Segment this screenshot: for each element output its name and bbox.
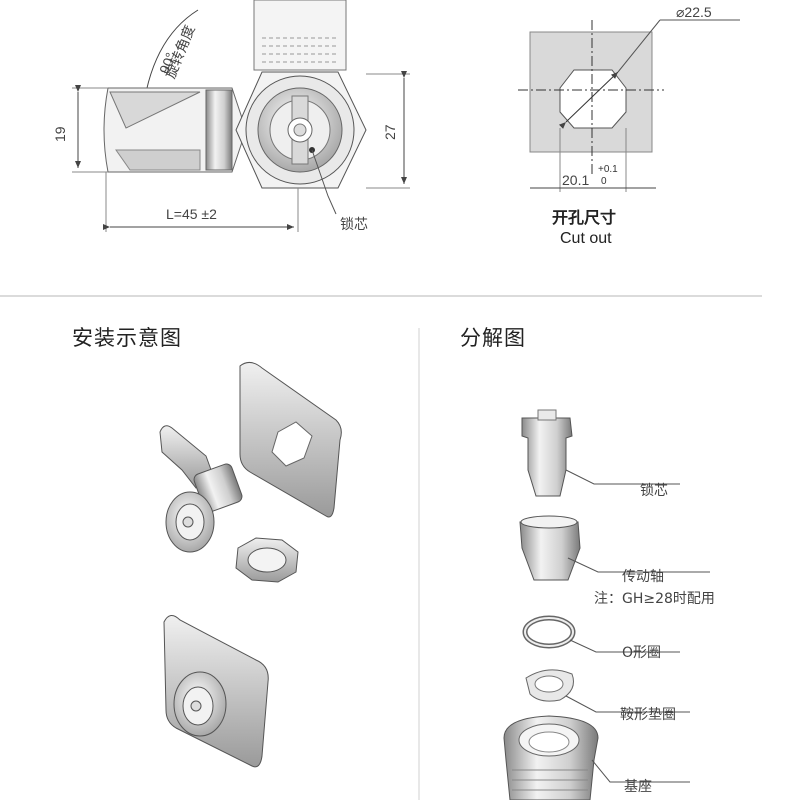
- part-label-o-ring: O形圈: [622, 645, 662, 661]
- install-title: 安装示意图: [72, 326, 182, 350]
- height-dimension: 19: [52, 126, 68, 142]
- cutout-width: 20.1: [562, 172, 590, 188]
- nut-dimension: 27: [382, 124, 398, 140]
- part-label-saddle-washer: 鞍形垫圈: [620, 707, 676, 723]
- exploded-view: [503, 409, 710, 801]
- cutout-tol-plus: +0.1: [598, 164, 618, 175]
- cutout-drawing: [518, 19, 740, 192]
- install-diagram: [159, 362, 342, 768]
- part-label-drive-shaft: 传动轴: [622, 569, 664, 585]
- part-label-base: 基座: [624, 779, 652, 795]
- cutout-title-en: Cut out: [560, 230, 612, 247]
- part-label-note: 注：GH≥28时配用: [594, 591, 715, 607]
- exploded-title: 分解图: [460, 326, 526, 350]
- core-label: 锁芯: [340, 217, 368, 233]
- part-label-lock-core: 锁芯: [640, 483, 668, 499]
- lock-elevation-drawing: [72, 0, 410, 232]
- cutout-tol-minus: 0: [601, 176, 607, 187]
- length-dimension: L=45 ±2: [166, 206, 217, 222]
- cutout-title-cn: 开孔尺寸: [552, 208, 617, 227]
- cutout-diameter: ⌀22.5: [676, 4, 712, 20]
